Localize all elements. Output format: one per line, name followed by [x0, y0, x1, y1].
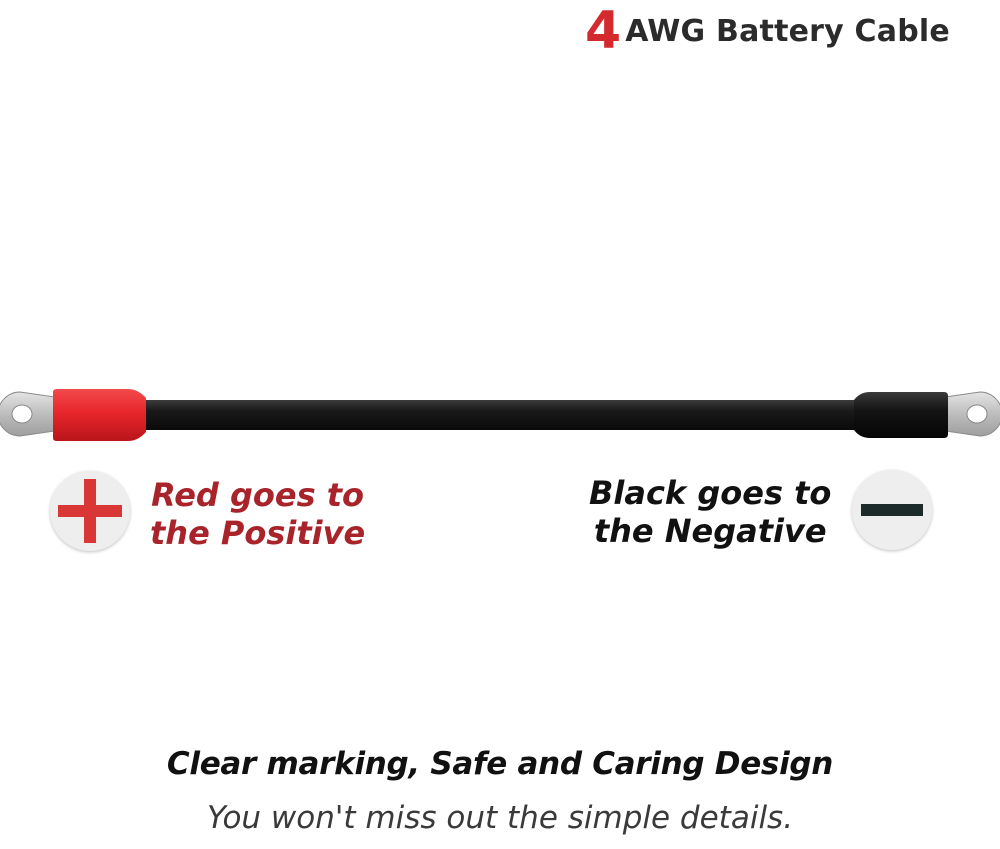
subtagline: You won't miss out the simple details.	[206, 800, 794, 836]
cable-wire	[140, 400, 865, 430]
negative-label: Black goes to the Negative	[589, 474, 831, 550]
left-ring-terminal	[0, 391, 63, 437]
plus-icon	[50, 471, 130, 551]
title-text: AWG Battery Cable	[625, 13, 950, 49]
positive-label-line1: Red goes to	[151, 476, 365, 514]
positive-label: Red goes to the Positive	[150, 476, 365, 552]
tagline: Clear marking, Safe and Caring Design	[166, 746, 834, 782]
battery-cable-image	[0, 389, 1000, 441]
minus-icon	[852, 470, 932, 550]
product-title: 4 AWG Battery Cable	[585, 0, 950, 62]
positive-label-line2: the Positive	[150, 514, 366, 552]
negative-label-line2: the Negative	[593, 512, 827, 550]
negative-label-line1: Black goes to	[589, 474, 832, 512]
black-negative-boot	[854, 392, 948, 438]
title-number: 4	[585, 1, 621, 61]
right-ring-terminal	[937, 391, 1000, 437]
red-positive-boot	[53, 389, 146, 441]
